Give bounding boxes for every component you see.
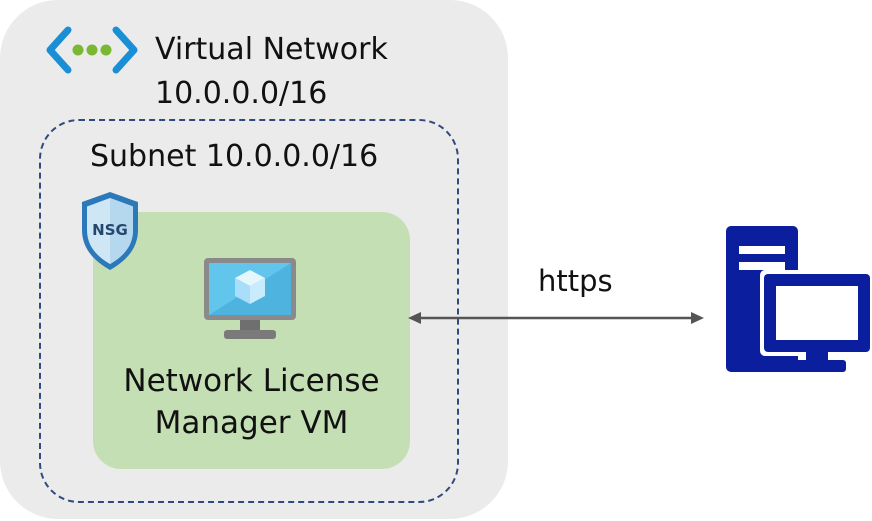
virtual-network-address: 10.0.0.0/16 bbox=[155, 76, 328, 111]
vm-label-line1: Network License bbox=[123, 363, 380, 399]
connection-label: https bbox=[538, 264, 613, 298]
nsg-shield-icon: NSG bbox=[82, 192, 138, 270]
virtual-machine-icon bbox=[204, 258, 296, 339]
desktop-computer-icon bbox=[726, 226, 872, 372]
vm-label-line2: Manager VM bbox=[154, 405, 349, 441]
vm-container bbox=[93, 212, 410, 469]
nsg-label: NSG bbox=[92, 221, 128, 239]
subnet-container bbox=[39, 119, 459, 503]
virtual-network-icon bbox=[46, 26, 138, 74]
subnet-title: Subnet 10.0.0.0/16 bbox=[90, 139, 379, 174]
bidirectional-arrow-icon bbox=[408, 312, 704, 324]
vm-label: Network License Manager VM bbox=[93, 360, 410, 444]
virtual-network-title: Virtual Network 10.0.0.0/16 bbox=[155, 28, 388, 116]
virtual-network-name: Virtual Network bbox=[155, 32, 388, 67]
